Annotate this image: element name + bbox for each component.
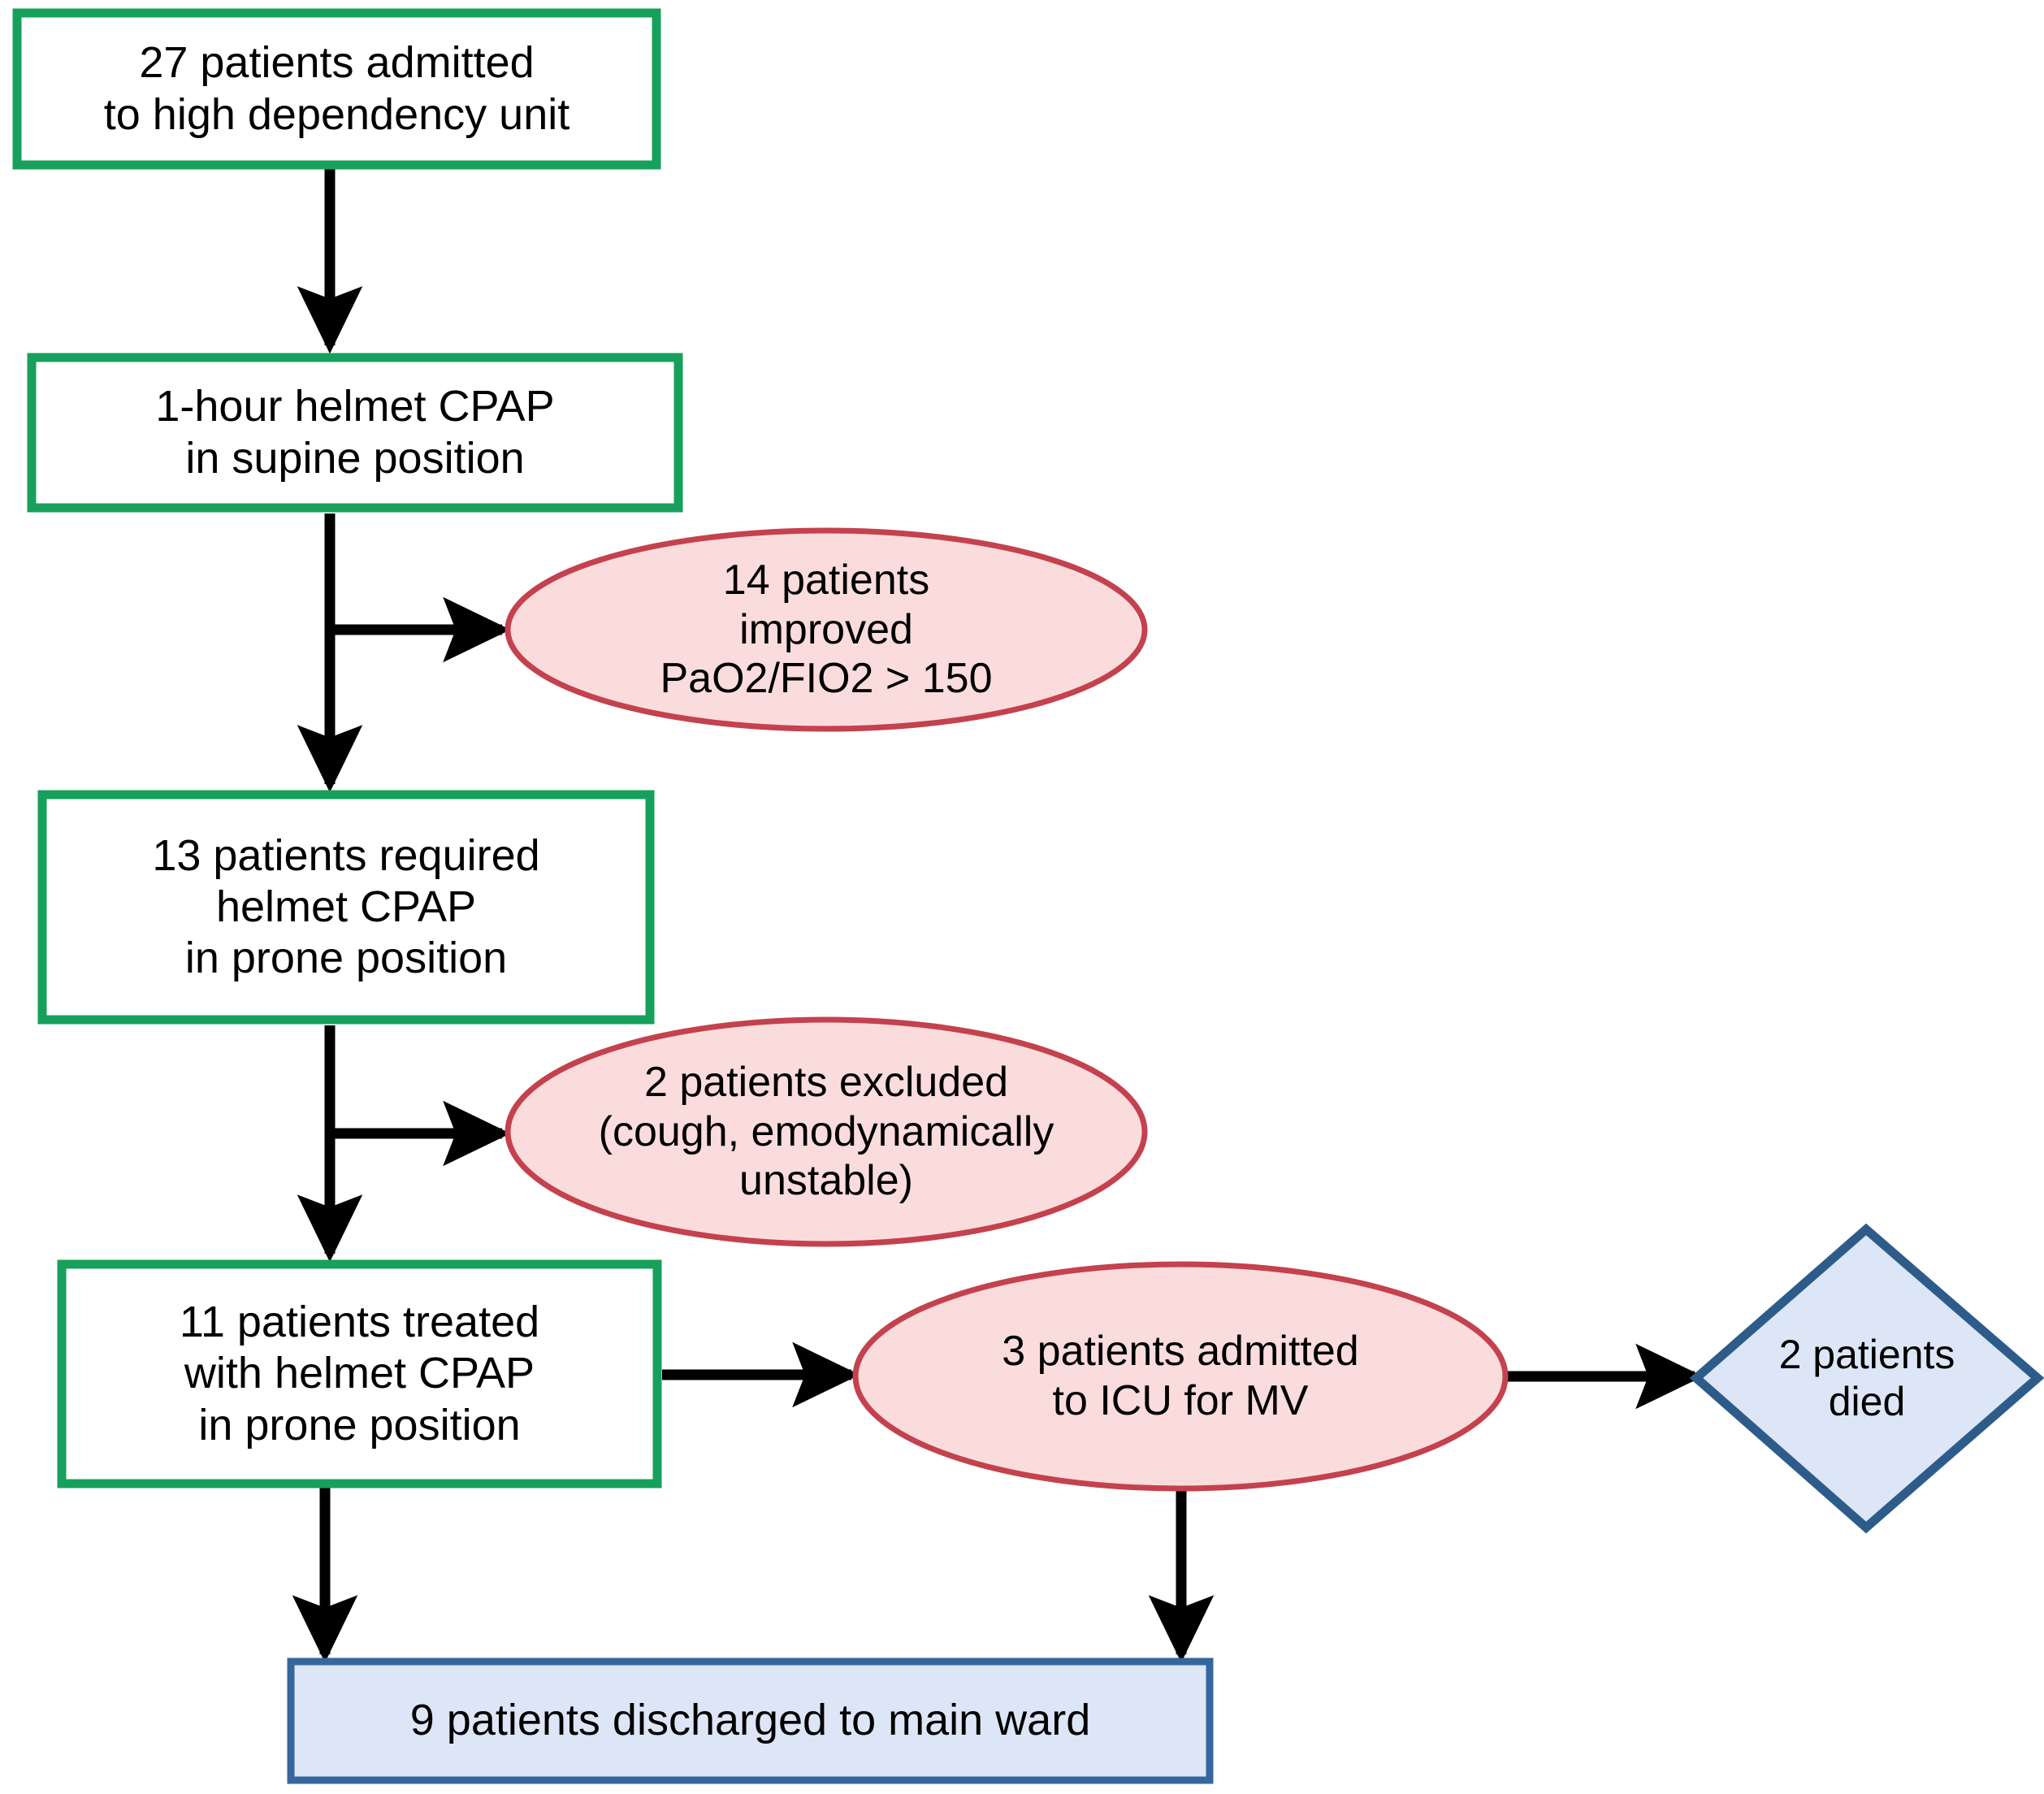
node-treated-prone-shape[interactable] — [57, 1259, 662, 1488]
shape-layer — [12, 8, 2044, 1784]
edge-layer — [292, 110, 1704, 1663]
node-improved-shape[interactable] — [505, 527, 1148, 732]
node-excluded-shape[interactable] — [505, 1016, 1148, 1247]
node-icu-mv-shape[interactable] — [852, 1261, 1509, 1492]
node-cpap-supine-shape[interactable] — [27, 353, 683, 513]
node-required-prone-shape[interactable] — [37, 790, 655, 1025]
node-discharged-shape[interactable] — [287, 1658, 1214, 1784]
node-died-shape[interactable] — [1689, 1223, 2044, 1534]
node-admitted-shape[interactable] — [12, 8, 661, 170]
